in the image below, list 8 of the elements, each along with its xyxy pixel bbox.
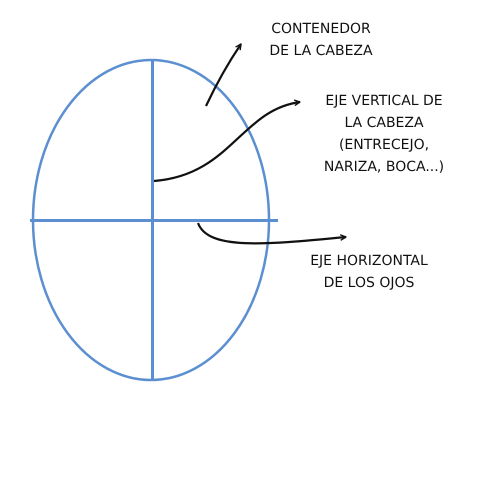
annotation-text: EJE HORIZONTAL DE LOS OJOS bbox=[309, 252, 429, 293]
annotation-text: CONTENEDOR DE LA CABEZA bbox=[268, 20, 374, 61]
horizontal-axis bbox=[30, 219, 278, 222]
vertical-axis bbox=[151, 60, 154, 380]
annotation-text: EJE VERTICAL DE LA CABEZA (ENTRECEJO, NARIZA, BOCA...) bbox=[322, 92, 446, 177]
arrow bbox=[197, 222, 347, 244]
arrow bbox=[205, 43, 242, 106]
arrow bbox=[154, 100, 301, 182]
